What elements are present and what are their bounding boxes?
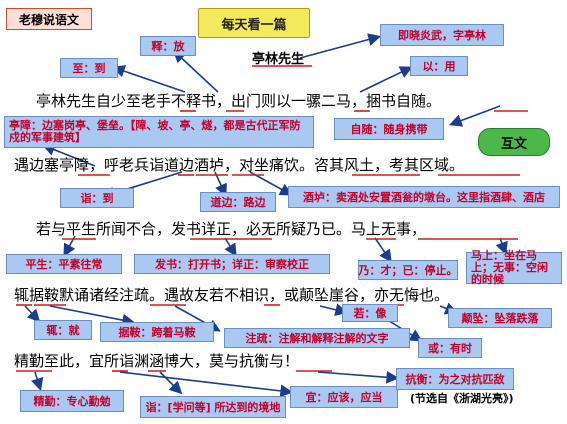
note-tingzhang: 亭障：边塞岗亭、堡垒。【障、坡、亭、燧，都是古代正军防戍的军事建筑】 <box>4 116 314 148</box>
note-diandui: 颠坠：坠落跌落 <box>448 308 552 328</box>
note-yi-dao: 诣：到 <box>60 188 134 208</box>
brand-label: 老穆说语文 <box>6 8 92 30</box>
note-huo: 或：有时 <box>418 338 482 358</box>
daily-tag: 每天看一篇 <box>198 8 310 38</box>
note-jiulu: 酒垆：卖酒处安置酒瓮的墩台。这里指酒肆、酒店 <box>288 186 560 208</box>
note-zisui: 自随：随身携带 <box>334 118 444 140</box>
note-yi: 以：用 <box>410 56 468 76</box>
note-shi: 释：放 <box>140 36 196 56</box>
passage-title: 亭林先生 <box>252 52 305 67</box>
arrow-ruo <box>319 303 349 316</box>
arrow-jingqin <box>31 371 44 392</box>
passage-line-3: 若与平生所闻不合，发书详正，必无所疑乃已。马上无事， <box>36 220 427 238</box>
arrow-fashu <box>224 237 237 257</box>
arrow-zhi <box>111 65 186 93</box>
note-zhushu: 注疏：注解和解释注解的文字 <box>224 328 410 348</box>
note-zhi: 至：到 <box>60 58 118 78</box>
arrow-zisui <box>449 105 501 127</box>
passage-line-4: 辄据鞍默诵诸经注疏。遇故友若不相识，或颠坠崖谷，亦无悔也。 <box>14 286 450 304</box>
note-pingsheng: 平生：平素往常 <box>6 254 122 274</box>
note-fashu: 发书：打开书；详正：审察校正 <box>134 254 330 274</box>
arrow-jiyi <box>299 33 382 59</box>
arrow-kangheng <box>317 370 400 384</box>
arrow-mashang <box>495 237 508 256</box>
note-mashang: 马上：坐在马上；无事：空闲的时候 <box>466 250 562 286</box>
note-juan: 据鞍：跨着马鞍 <box>100 322 214 342</box>
arrow-zhe <box>24 305 41 323</box>
source-credit: (节选自《浙湖光亮》) <box>410 392 514 405</box>
arrow-shi <box>172 49 219 93</box>
passage-line-1: 亭林先生自少至老手不释书，出门则以一骡二马，捆书自随。 <box>36 92 442 110</box>
passage-line-2: 遇边塞亭障，呼老兵诣道边酒垆，对坐痛饮。咨其风土，考其区域。 <box>14 156 465 174</box>
note-yi-ying: 宜：应该，应当 <box>290 386 398 408</box>
note-naiyi: 乃：才；已：停止。 <box>358 260 458 280</box>
arrow-yi <box>359 66 413 93</box>
note-zhe: 辄：就 <box>34 320 92 340</box>
arrow-yi-suo <box>159 371 183 395</box>
note-jingqin: 精勤：专心勤勉 <box>20 390 124 412</box>
arrow-juan <box>49 305 136 327</box>
note-jiyi: 即晓炎武，字亭林 <box>380 24 504 46</box>
note-ruo: 若：像 <box>342 304 398 322</box>
arrow-yi-ying <box>119 371 294 398</box>
note-kangheng: 抗衡：为之对抗匹敌 <box>396 368 514 390</box>
passage-line-5: 精勤至此，宜所诣渊涵博大，莫与抗衡与！ <box>14 352 300 370</box>
arrow-naiyi <box>374 237 392 263</box>
note-daobian: 道边：路边 <box>200 192 276 212</box>
huwen-badge: 互文 <box>478 128 550 156</box>
arrow-tingzhang <box>42 143 96 167</box>
note-yi-suo: 诣：[学问等] 所达到的境地 <box>140 396 286 418</box>
